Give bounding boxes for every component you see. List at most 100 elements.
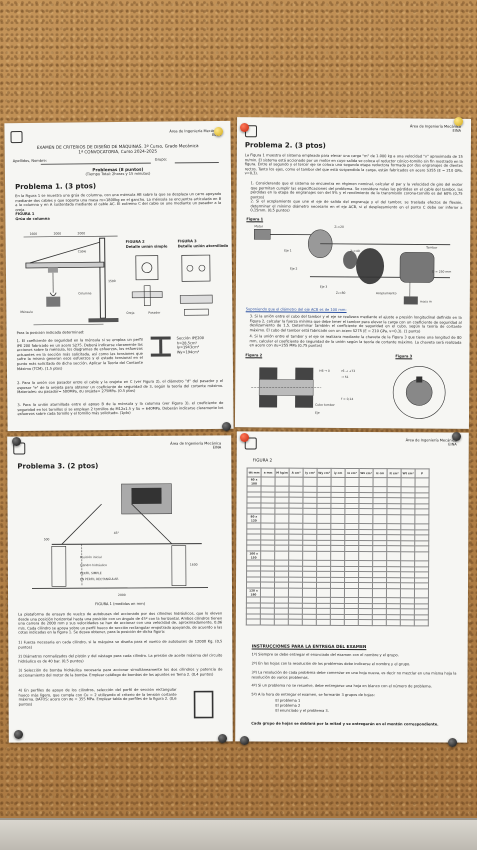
label-motor: Motor [254, 224, 263, 228]
table-cell [359, 478, 373, 487]
pushpin-yellow [454, 117, 463, 126]
dim-2000-a: 2000 [54, 232, 62, 236]
pushpin-dark [222, 422, 231, 431]
table-cell [358, 588, 372, 597]
table-cell [330, 620, 344, 626]
friction-coefficient: f = 0,14 [341, 397, 353, 401]
table-cell [415, 478, 429, 487]
instruction-5-a: El problema 1 [275, 699, 300, 704]
table-cell [260, 619, 274, 625]
table-header-cell: iy cm [331, 468, 345, 477]
table-cell [331, 551, 345, 560]
table-cell [400, 589, 414, 598]
table-header-cell: a mm [261, 468, 275, 477]
table-cell [260, 588, 274, 597]
table-cell [386, 620, 400, 626]
instruction-5-c: El enunciado y el problema 3. [275, 709, 329, 714]
table-cell [359, 551, 373, 560]
table-cell [344, 620, 358, 626]
table-header-cell: Wy cm³ [317, 468, 331, 477]
label-initial-position: Posición inicial [80, 555, 102, 559]
table-cell [372, 620, 386, 626]
table-cell [261, 551, 275, 560]
question-3-4: 4) En perfiles de apoyo de los cilindros… [19, 688, 177, 707]
table-cell [288, 588, 302, 597]
question-2-2: 2. Si el acoplamiento que une el eje de … [250, 199, 462, 214]
instruction-3: 3º) La resolución de cada problema debe … [252, 670, 458, 680]
group-field: Grupo: [155, 157, 167, 162]
table-cell [415, 515, 429, 524]
question-2-4: 4. Si la unión entre el tambor y el eje … [249, 334, 461, 349]
question-3-3: 3) Selección de bomba hidráulica necesar… [18, 667, 222, 677]
table-cell [316, 620, 330, 626]
label-rectangular-profile: EN PERFIL RECTANGULAR [80, 577, 119, 581]
problem-1-title: Problema 1. (3 ptos) [15, 182, 96, 192]
question-2-3: 3. Si la unión entre el cubo del tambor … [250, 314, 462, 334]
label-eje3: Eje 3 [320, 285, 328, 289]
figure-2-label: Figura 2 [245, 353, 262, 358]
dim-1600: 1600 [30, 232, 38, 236]
table-cell [274, 588, 288, 597]
problem-3-intro: La plataforma de ensayo de vuelco de aut… [18, 611, 222, 635]
table-cell [345, 514, 359, 523]
label-z40: Z₂=40 [350, 249, 360, 253]
table-cell [275, 551, 289, 560]
label-tambor: Tambor [425, 246, 438, 250]
figure-3-detail [176, 251, 227, 332]
table-cell [261, 477, 275, 486]
table-cell: 100 x 150 [247, 551, 261, 560]
table-cell: 80 x 120 [247, 514, 261, 523]
pushpin-red [240, 433, 249, 442]
fit-dim-r6: r6 → +73 [341, 369, 355, 373]
label-masa: masa m [420, 299, 432, 303]
figure-2-detail: Oreja Pasador [124, 251, 175, 322]
table-cell [414, 620, 428, 626]
table-cell [302, 588, 316, 597]
dim-2000: 2000 [118, 593, 126, 597]
closing-instruction: Cada grupo de hojas se doblará por la mi… [251, 721, 457, 727]
label-cylinder: Cilindro hidráulico [80, 563, 107, 567]
figure-2-title: FIGURA 2 [253, 457, 273, 462]
instruction-5: 5º) A la hora de entregar el examen, se … [251, 692, 457, 698]
label-cable: Cable [78, 249, 87, 253]
label-columna: Columna [78, 291, 92, 295]
table-header-cell: Wt cm³ [401, 469, 415, 478]
ipe-properties: Sección IPE200 h=28,5cm² Iy=1943cm⁴ Wy=1… [177, 336, 205, 355]
table-cell [415, 552, 429, 561]
table-cell [288, 619, 302, 625]
instructions-title: INSTRUCCIONES PARA LA ENTREGA DEL EXAMEN [252, 643, 367, 649]
table-cell [401, 552, 415, 561]
problem-2-title: Problema 2. (3 ptos) [245, 141, 326, 151]
table-cell [246, 619, 260, 625]
assumption-note: Suponiendo que el diámetro del eje ACB e… [246, 307, 347, 312]
figure-1-caption: FIGURA 1 (medidas en mm) [8, 601, 232, 607]
ipe-section-icon [149, 335, 173, 357]
label-d250: D = 250 mm [432, 270, 451, 274]
dim-1600: 1600 [190, 563, 198, 567]
instruction-1: 1º) Siempre se debe entregar el enunciad… [252, 652, 458, 658]
table-cell [345, 477, 359, 486]
table-header-cell: iz cm [373, 469, 387, 478]
label-z80: Z₃=80 [336, 291, 346, 295]
table-header-cell: A cm² [289, 468, 303, 477]
fit-dim-h6: H6 → 0 [319, 369, 330, 373]
figure-3-label: Figura 3 [395, 354, 412, 359]
time-note: (Tiempo Total: 2horas y 15 minutos) [5, 171, 231, 178]
table-cell [330, 588, 344, 597]
table-cell [331, 514, 345, 523]
problem-1-intro: En la Figura 1 se muestra una grúa de co… [15, 192, 221, 213]
pushpin-yellow [214, 127, 223, 136]
hoist-drivetrain-diagram: Motor Eje 1 Eje 2 Eje 3 Z₁=20 Z₂=40 Z₃=8… [250, 221, 457, 304]
table-cell [345, 551, 359, 560]
table-row [246, 619, 428, 626]
label-oreja: Oreja [126, 311, 134, 315]
table-cell [372, 589, 386, 598]
